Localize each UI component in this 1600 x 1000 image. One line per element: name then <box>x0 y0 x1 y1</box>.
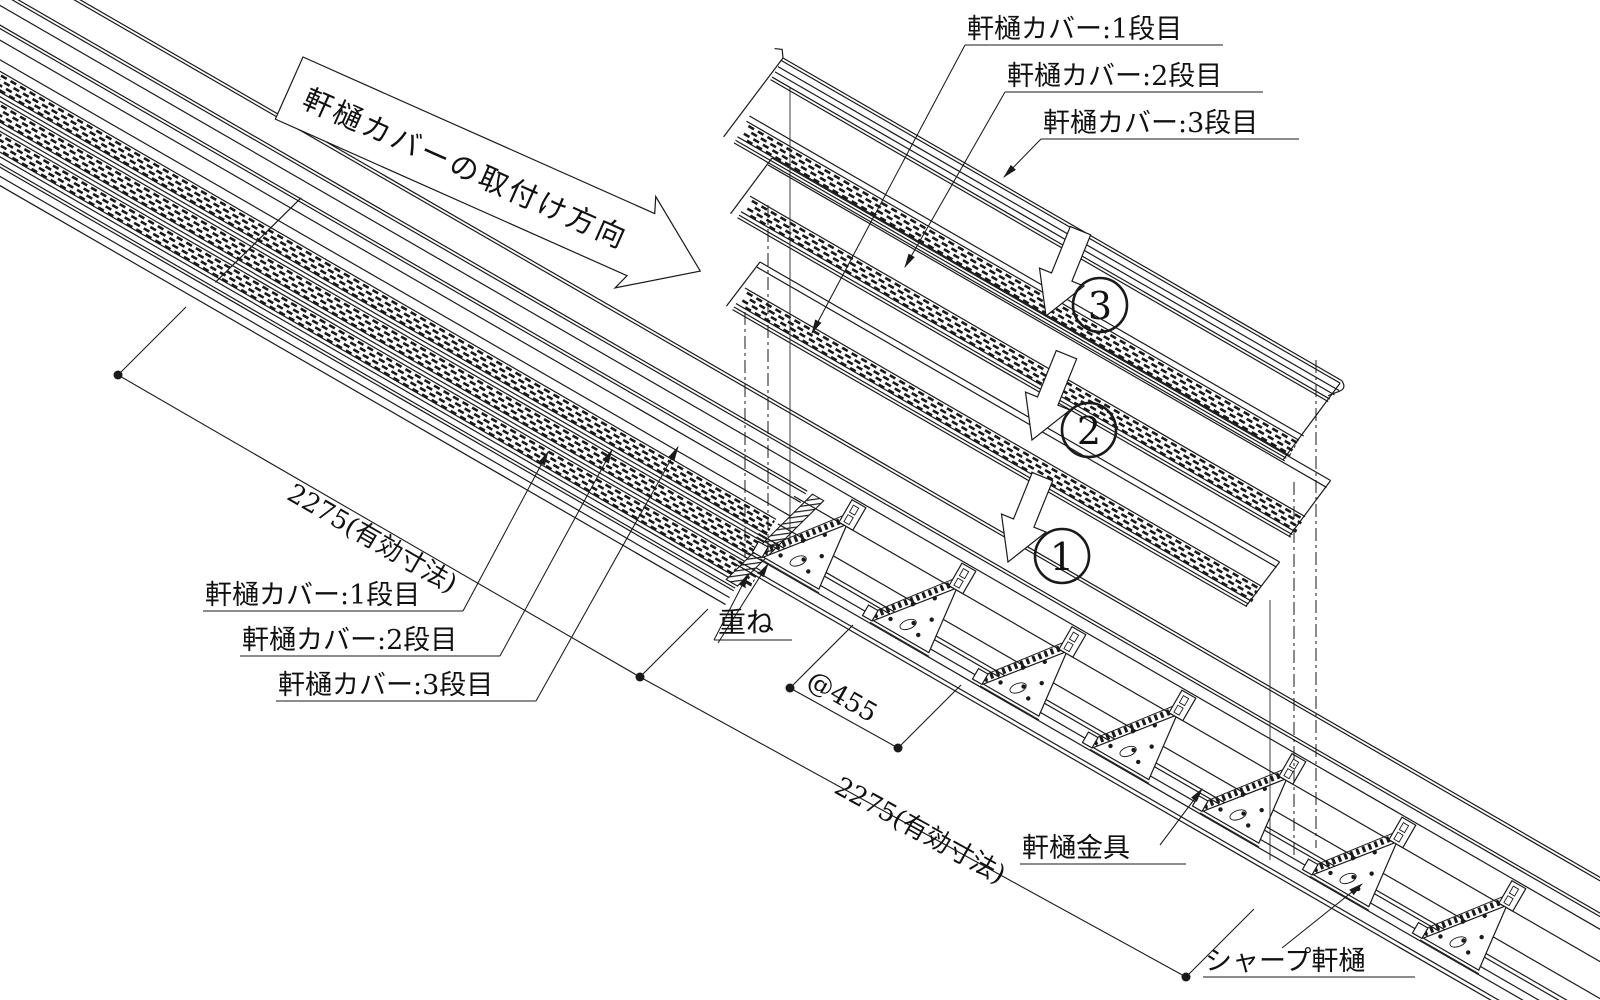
exploded-panel-1 <box>725 261 1281 608</box>
gutter-label: シャープ軒樋 <box>1205 946 1365 977</box>
step-number-2: 2 <box>1077 409 1101 453</box>
step-number-1: 1 <box>1050 535 1074 579</box>
cover-seam-line <box>214 197 302 283</box>
bracket-label: 軒樋金具 <box>1022 833 1130 864</box>
step-circle-3 <box>1071 276 1129 334</box>
step-arrow-1 <box>1000 471 1054 564</box>
step-arrow-2 <box>1024 349 1078 442</box>
projection-lines <box>744 88 1317 860</box>
step-circle-1 <box>1033 527 1091 585</box>
exploded-label-2: 軒樋カバー:2段目 <box>1007 61 1222 92</box>
installed-label-1: 軒樋カバー:1段目 <box>205 580 420 611</box>
exploded-label-1: 軒樋カバー:1段目 <box>967 14 1182 45</box>
bracket-annotation: 軒樋金具 <box>1020 788 1203 865</box>
banner-arrow-outline <box>274 56 702 289</box>
step-circle-2 <box>1060 401 1118 459</box>
exploded-panel-3 <box>723 47 1345 462</box>
installed-label-2: 軒樋カバー:2段目 <box>242 625 457 656</box>
cap-end-fold <box>1327 380 1345 397</box>
step-number-3: 3 <box>1088 284 1112 328</box>
exploded-panel-2 <box>730 157 1332 538</box>
step-indicators: 3 2 1 <box>1000 225 1129 585</box>
exploded-cover-labels: 軒樋カバー:1段目 軒樋カバー:2段目 軒樋カバー:3段目 <box>811 14 1299 335</box>
overlap-label: 重ね <box>718 606 774 639</box>
installed-label-3: 軒樋カバー:3段目 <box>278 670 493 701</box>
installed-cover-labels: 軒樋カバー:1段目 軒樋カバー:2段目 軒樋カバー:3段目 <box>203 445 679 702</box>
gutter-annotation: シャープ軒樋 <box>1203 883 1415 978</box>
exploded-label-3: 軒樋カバー:3段目 <box>1043 108 1258 139</box>
overlap-annotation: 重ね <box>713 562 792 644</box>
